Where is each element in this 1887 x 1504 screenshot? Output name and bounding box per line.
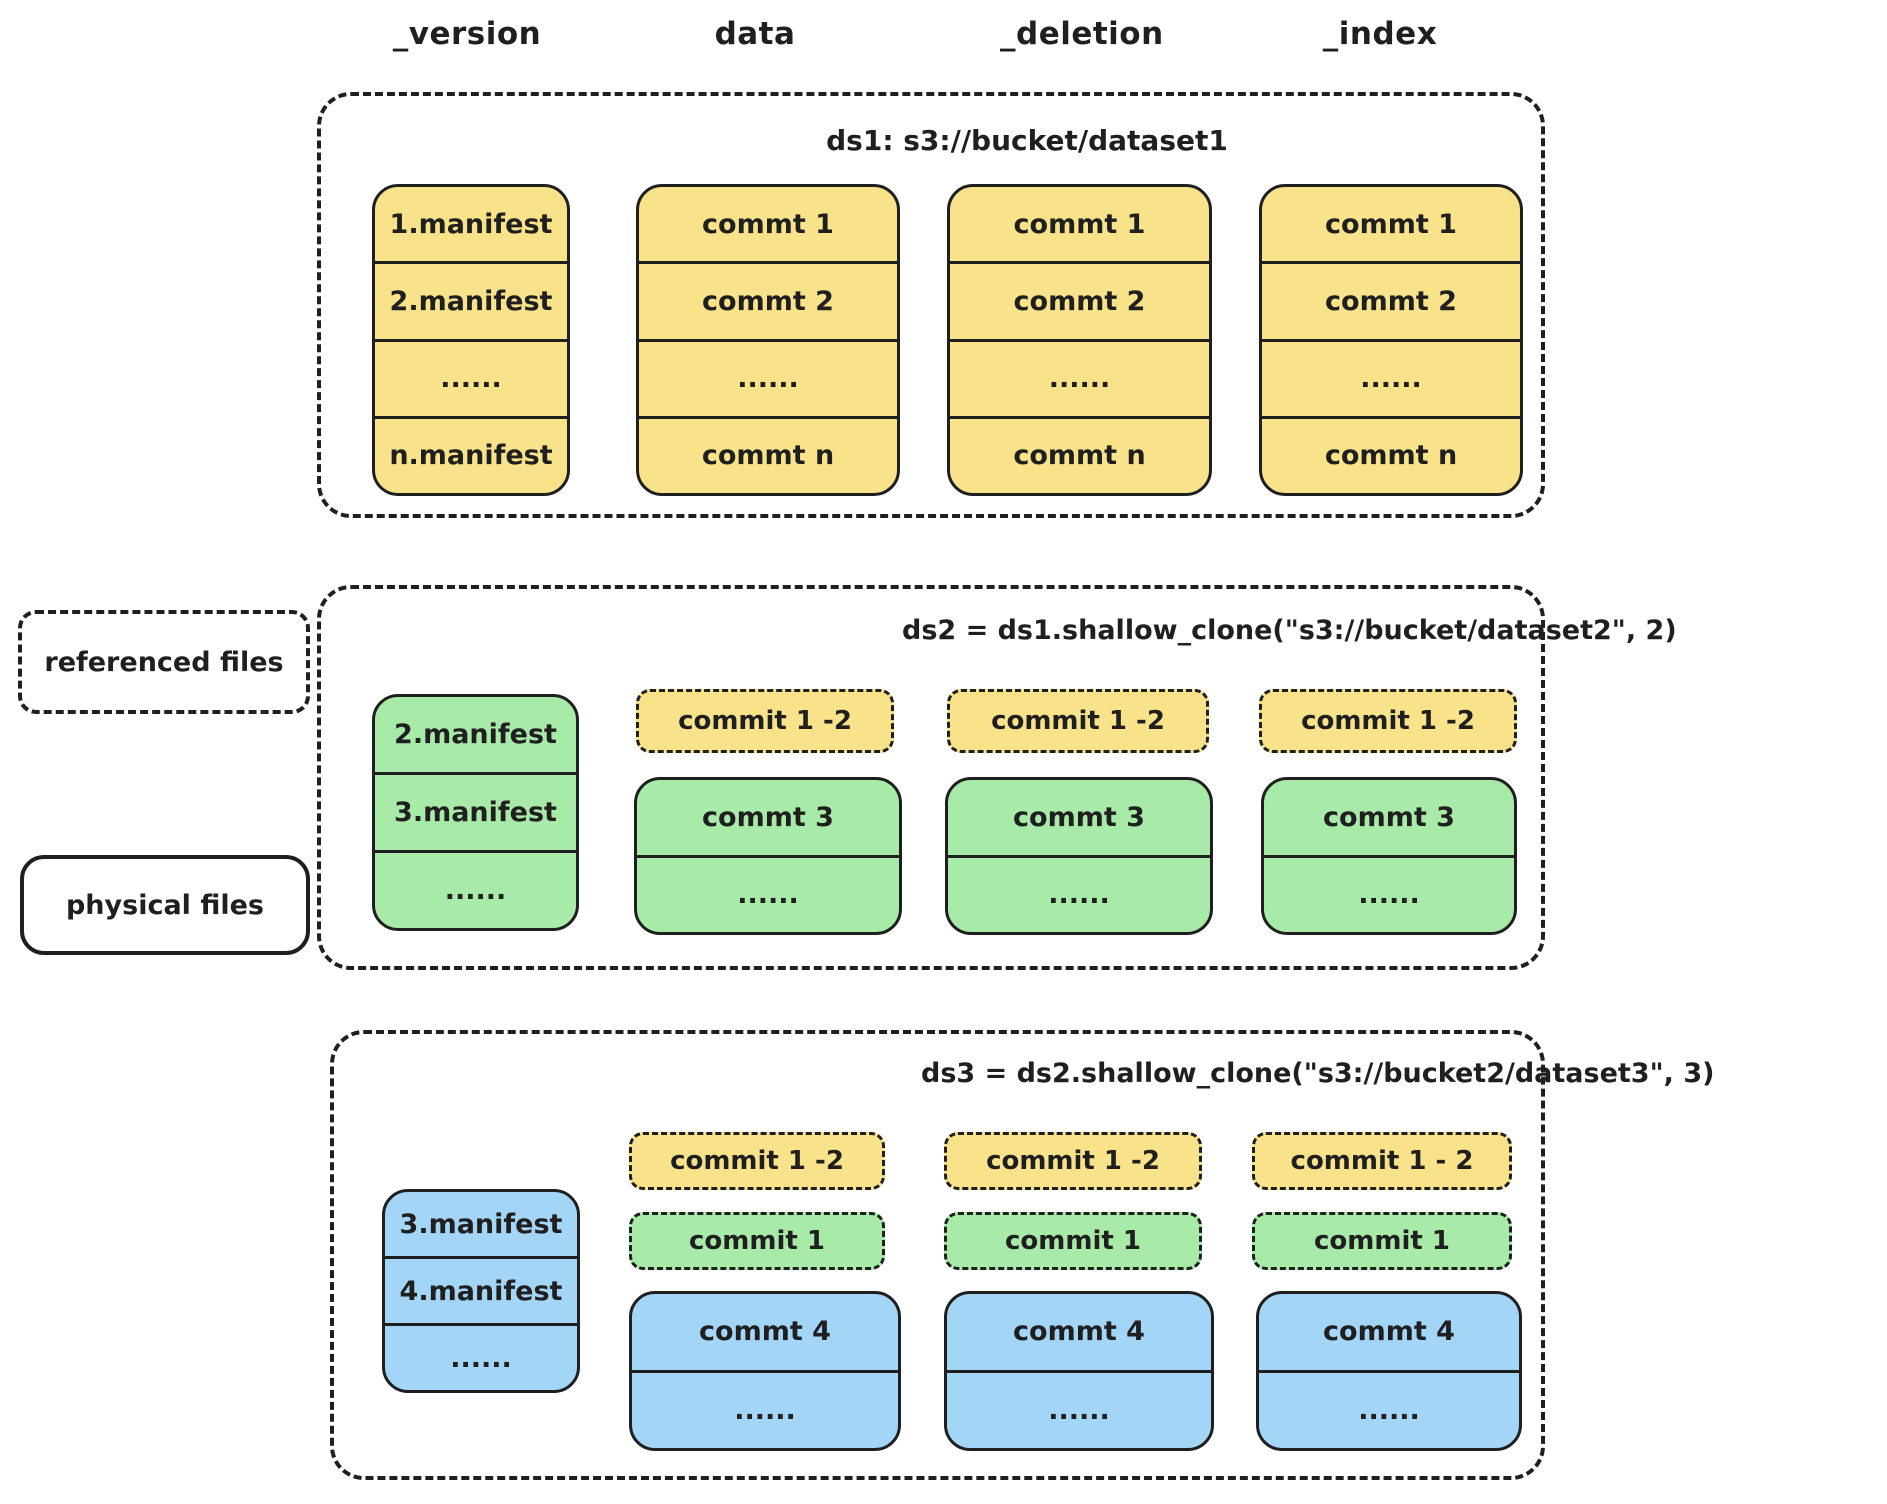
- stack-row: commt 4: [1323, 1316, 1455, 1348]
- stack-row: commt 3: [1013, 801, 1145, 833]
- stack-row: commt 4: [1013, 1316, 1145, 1348]
- ds1-group: ds1: s3://bucket/dataset1 1.manifest 2.m…: [317, 92, 1545, 518]
- ds2-index-referenced-chip: commit 1 -2: [1259, 689, 1517, 753]
- stack-row: commt n: [950, 415, 1209, 493]
- ds2-deletion-referenced-chip: commit 1 -2: [947, 689, 1209, 753]
- stack-row: commt n: [639, 415, 897, 493]
- ds3-deletion-stack: commt 4 ......: [944, 1291, 1214, 1451]
- ds3-data-stack: commt 4 ......: [629, 1291, 901, 1451]
- stack-row: 1.manifest: [389, 208, 553, 240]
- ds3-index-referenced-chip-yellow: commit 1 - 2: [1252, 1132, 1512, 1190]
- legend-physical-files: physical files: [20, 855, 310, 955]
- column-header-deletion: _deletion: [1000, 16, 1164, 52]
- stack-row: commt n: [1262, 415, 1520, 493]
- stack-row: n.manifest: [375, 415, 567, 493]
- ds1-deletion-stack: commt 1 commt 2 ...... commt n: [947, 184, 1212, 496]
- stack-row: ......: [1264, 854, 1514, 933]
- stack-row: commt 2: [950, 261, 1209, 338]
- stack-row: 3.manifest: [375, 772, 576, 850]
- stack-row: ......: [375, 338, 567, 416]
- ds2-data-stack: commt 3 ......: [634, 777, 902, 935]
- stack-row: ......: [947, 1369, 1211, 1449]
- column-header-index: _index: [1322, 16, 1438, 52]
- ds2-index-stack: commt 3 ......: [1261, 777, 1517, 935]
- stack-row: ......: [375, 850, 576, 928]
- ds1-version-stack: 1.manifest 2.manifest ...... n.manifest: [372, 184, 570, 496]
- stack-row: ......: [639, 338, 897, 416]
- stack-row: 4.manifest: [385, 1256, 577, 1323]
- ds2-group: ds2 = ds1.shallow_clone("s3://bucket/dat…: [317, 585, 1677, 970]
- stack-row: commt 1: [702, 208, 834, 240]
- stack-row: 2.manifest: [394, 719, 557, 750]
- ds2-title: ds2 = ds1.shallow_clone("s3://bucket/dat…: [902, 615, 1677, 646]
- stack-row: commt 4: [699, 1316, 831, 1348]
- stack-row: 3.manifest: [399, 1208, 563, 1240]
- ds3-data-referenced-chip-yellow: commit 1 -2: [629, 1132, 885, 1190]
- ds3-version-stack: 3.manifest 4.manifest ......: [382, 1189, 580, 1393]
- ds3-title: ds3 = ds2.shallow_clone("s3://bucket2/da…: [921, 1058, 1715, 1089]
- stack-row: ......: [1262, 338, 1520, 416]
- ds1-title: ds1: s3://bucket/dataset1: [826, 124, 1228, 157]
- stack-row: ......: [950, 338, 1209, 416]
- ds2-version-stack: 2.manifest 3.manifest ......: [372, 694, 579, 931]
- stack-row: commt 2: [639, 261, 897, 338]
- stack-row: ......: [948, 854, 1210, 933]
- stack-row: ......: [637, 854, 899, 933]
- ds2-deletion-stack: commt 3 ......: [945, 777, 1213, 935]
- stack-row: commt 2: [1262, 261, 1520, 338]
- stack-row: ......: [1259, 1369, 1519, 1449]
- stack-row: commt 1: [1325, 208, 1457, 240]
- ds3-index-referenced-chip-green: commit 1: [1252, 1212, 1512, 1270]
- stack-row: ......: [632, 1369, 898, 1449]
- ds3-deletion-referenced-chip-yellow: commit 1 -2: [944, 1132, 1202, 1190]
- ds1-data-stack: commt 1 commt 2 ...... commt n: [636, 184, 900, 496]
- legend-referenced-files: referenced files: [18, 610, 310, 714]
- stack-row: commt 1: [1013, 208, 1146, 240]
- ds3-deletion-referenced-chip-green: commit 1: [944, 1212, 1202, 1270]
- ds3-data-referenced-chip-green: commit 1: [629, 1212, 885, 1270]
- column-header-version: _version: [392, 16, 542, 52]
- ds3-index-stack: commt 4 ......: [1256, 1291, 1522, 1451]
- ds1-index-stack: commt 1 commt 2 ...... commt n: [1259, 184, 1523, 496]
- stack-row: commt 3: [1323, 801, 1455, 833]
- ds3-group: ds3 = ds2.shallow_clone("s3://bucket2/da…: [330, 1030, 1715, 1480]
- stack-row: commt 3: [702, 801, 834, 833]
- column-header-data: data: [714, 16, 796, 52]
- stack-row: 2.manifest: [375, 261, 567, 338]
- stack-row: ......: [385, 1323, 577, 1390]
- ds2-data-referenced-chip: commit 1 -2: [636, 689, 894, 753]
